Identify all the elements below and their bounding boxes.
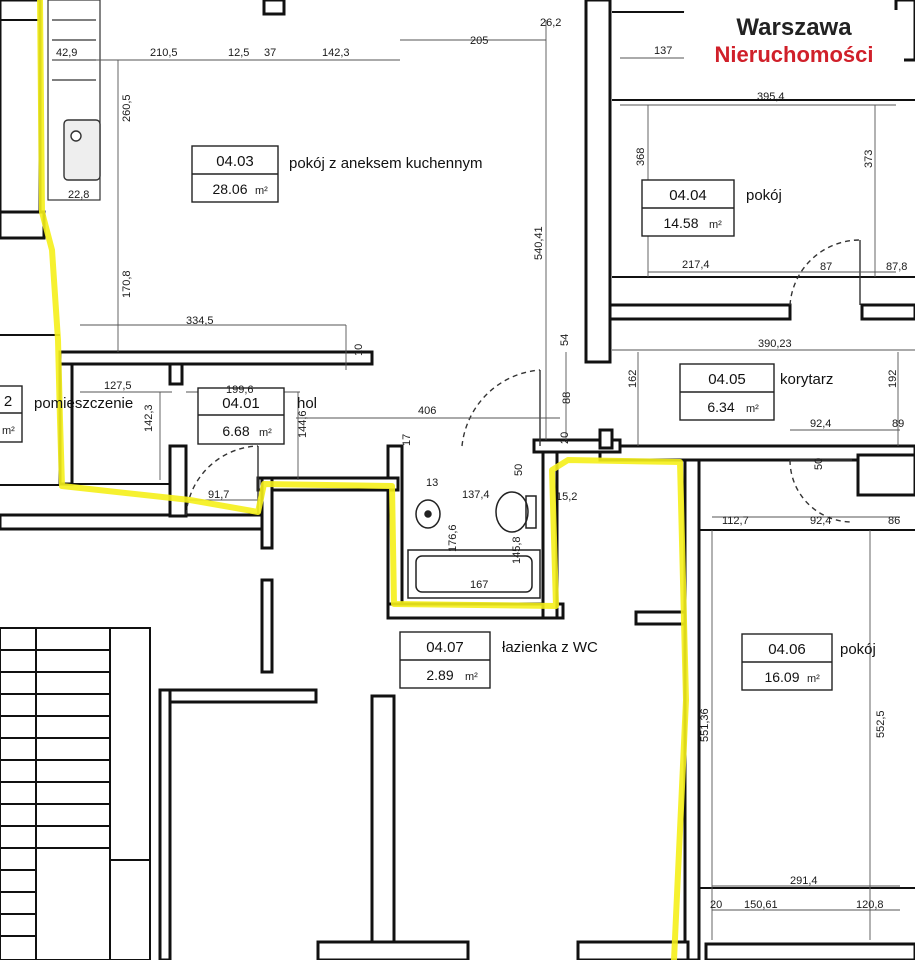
dim-label: 291,4	[790, 875, 818, 887]
dim-label: 205	[470, 35, 488, 47]
staircase	[0, 627, 151, 960]
dim-label: 150,61	[744, 899, 778, 911]
dim-label: 54	[559, 334, 571, 346]
room-code-04-03: 04.03	[216, 153, 254, 170]
dim-label: 50	[513, 464, 525, 476]
dim-label: 42,9	[56, 47, 77, 59]
dim-label: 89	[892, 418, 904, 430]
sink-icon	[63, 119, 101, 181]
room-name-04-05: korytarz	[780, 371, 833, 388]
room-area-04-06: 16.09	[764, 669, 799, 685]
dim-label: 142,3	[143, 404, 155, 432]
apartment-outline-highlight	[37, 0, 689, 960]
dim-label: 120,8	[856, 899, 884, 911]
room-unit-04-04: m²	[709, 219, 722, 231]
dim-label: 87	[820, 261, 832, 273]
dim-label: 92,4	[810, 418, 831, 430]
dim-label: 142,3	[322, 47, 350, 59]
dim-label: 170,8	[121, 270, 133, 298]
dim-label: 368	[635, 148, 647, 166]
room-name-04-04: pokój	[746, 187, 782, 204]
dim-label: 145,8	[511, 536, 523, 564]
dim-label: 10	[353, 344, 365, 356]
dim-label: 167	[470, 579, 488, 591]
logo-line-1: Warszawa	[736, 14, 852, 41]
dim-label: 552,5	[875, 710, 887, 738]
dim-label: 551,36	[699, 708, 711, 742]
dim-label: 20	[559, 432, 571, 444]
dim-label: 199,6	[226, 384, 254, 396]
room-code-04-06: 04.06	[768, 641, 806, 658]
dim-label: 210,5	[150, 47, 178, 59]
room-area-04-01: 6.68	[222, 423, 249, 439]
dim-label: 373	[863, 150, 875, 168]
room-area-04-03: 28.06	[212, 181, 247, 197]
dim-label: 37	[264, 47, 276, 59]
dim-label: 395,4	[757, 91, 785, 103]
room-unit-04-05: m²	[746, 403, 759, 415]
dim-label: 334,5	[186, 315, 214, 327]
dim-label: 144,6	[297, 410, 309, 438]
dim-label: 50	[813, 458, 825, 470]
room-code-04-07: 04.07	[426, 639, 464, 656]
dim-label: 162	[627, 370, 639, 388]
room-area-04-04: 14.58	[663, 215, 698, 231]
room-name-04-01: hol	[297, 395, 317, 412]
dim-label: 86	[888, 515, 900, 527]
dimension-labels: 42,9 210,5 12,5 37 142,3 205 26,2 137 39…	[56, 17, 907, 911]
room-area-04-07: 2.89	[426, 667, 453, 683]
dim-label: 217,4	[682, 259, 710, 271]
wall-lines	[0, 0, 915, 889]
dim-label: 112,7	[722, 515, 749, 527]
dim-label: 176,6	[447, 524, 459, 552]
room-unit-04-03: m²	[255, 185, 268, 197]
dim-label: 20	[710, 899, 722, 911]
dim-label: 92,4	[810, 515, 831, 527]
dim-label: 17	[401, 434, 413, 446]
room-unit-04-01: m²	[259, 427, 272, 439]
room-area-04-05: 6.34	[707, 399, 734, 415]
dim-label: 15,2	[556, 491, 577, 503]
room-unit-2: m²	[2, 425, 15, 437]
room-name-04-07: łazienka z WC	[502, 639, 598, 656]
dim-label: 192	[887, 370, 899, 388]
watermark-logo: Warszawa Nieruchomości	[684, 10, 904, 72]
dimension-lines	[52, 20, 915, 940]
dim-label: 26,2	[540, 17, 561, 29]
dim-label: 390,23	[758, 338, 792, 350]
room-code-2: 2	[4, 393, 12, 410]
dim-label: 260,5	[121, 94, 133, 122]
dim-label: 137	[654, 45, 672, 57]
bathroom-fixtures	[407, 491, 541, 599]
dim-label: 91,7	[208, 489, 229, 501]
dim-label: 12,5	[228, 47, 249, 59]
dim-label: 88	[561, 392, 573, 404]
room-unit-04-06: m²	[807, 673, 820, 685]
room-name-04-03: pokój z aneksem kuchennym	[289, 155, 482, 172]
logo-line-2: Nieruchomości	[714, 42, 874, 67]
room-label-box	[0, 145, 833, 691]
dim-label: 13	[426, 477, 438, 489]
room-name-2: pomieszczenie	[34, 395, 133, 412]
dim-label: 87,8	[886, 261, 907, 273]
room-unit-04-07: m²	[465, 671, 478, 683]
dim-label: 22,8	[68, 189, 89, 201]
room-code-04-05: 04.05	[708, 371, 746, 388]
room-code-04-04: 04.04	[669, 187, 707, 204]
dim-label: 137,4	[462, 489, 490, 501]
room-code-04-01: 04.01	[222, 395, 260, 412]
room-name-04-06: pokój	[840, 641, 876, 658]
dim-label: 406	[418, 405, 436, 417]
dim-label: 540,41	[533, 226, 545, 260]
dim-label: 127,5	[104, 380, 132, 392]
